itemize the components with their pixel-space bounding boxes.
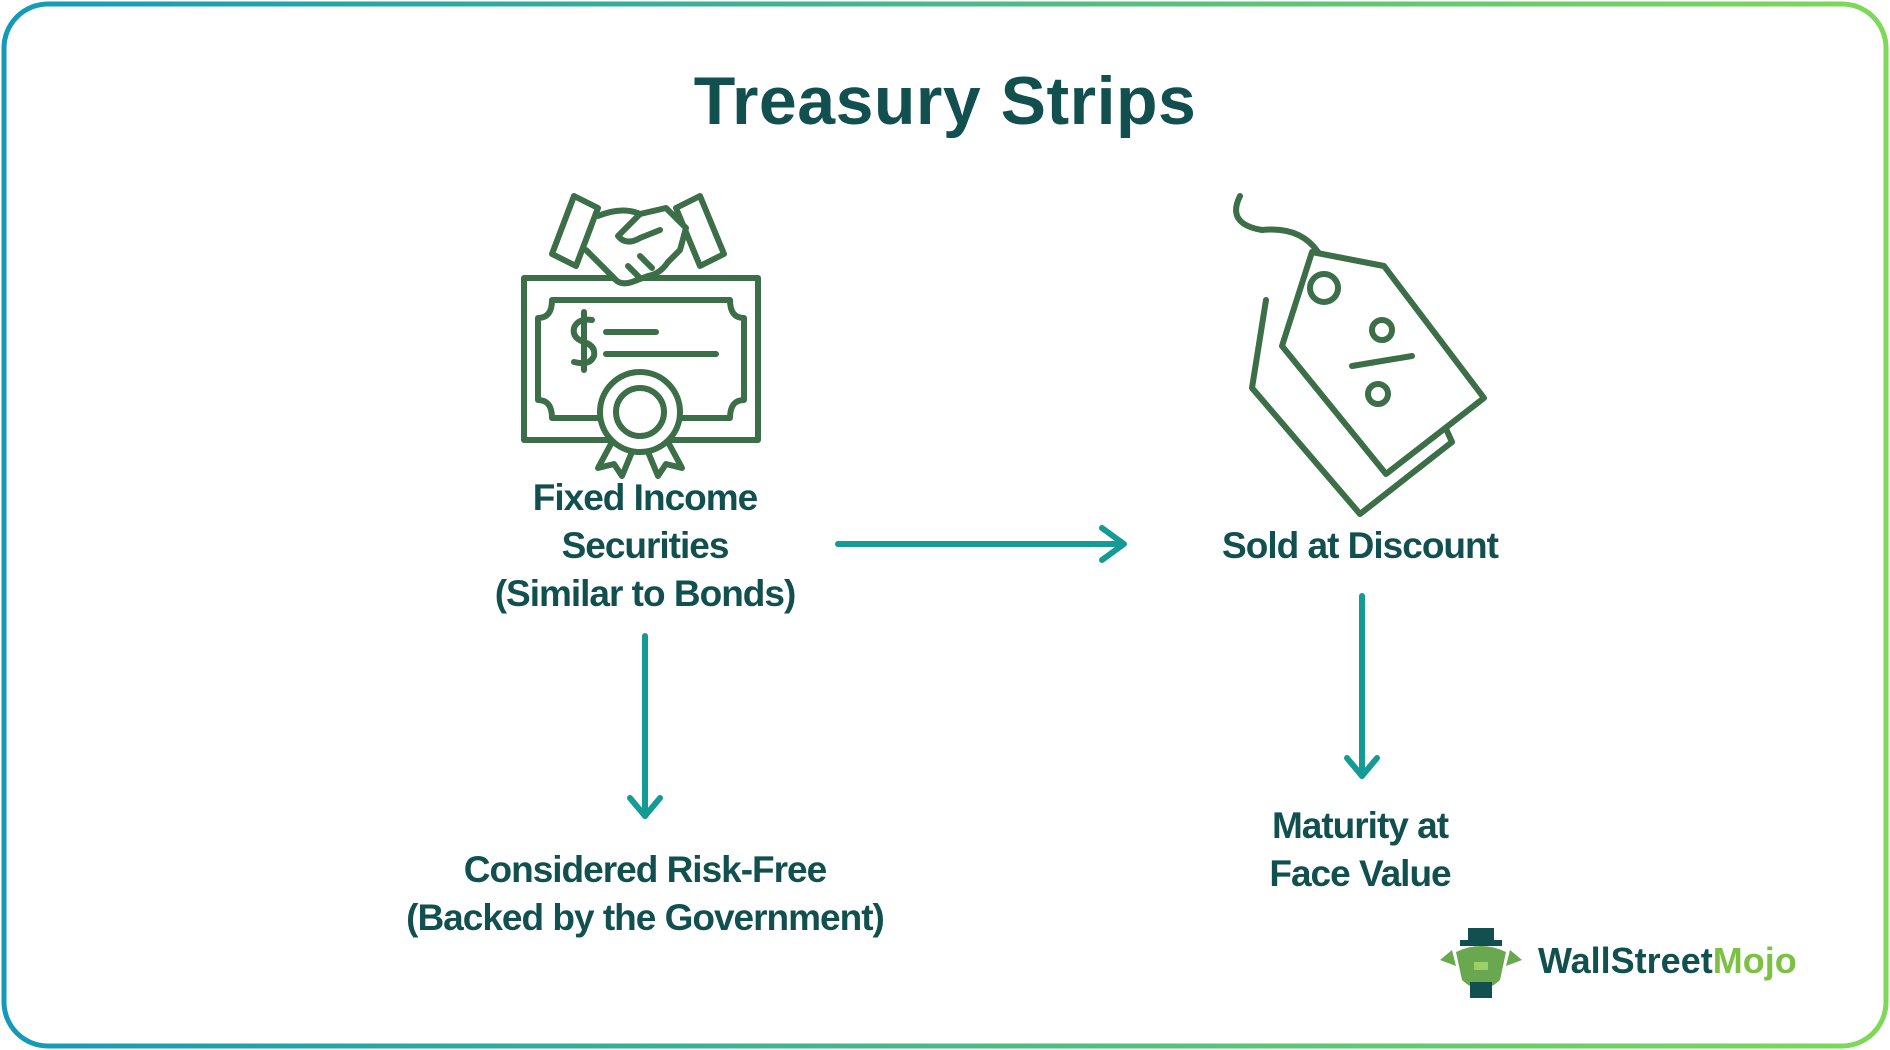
node-line: Considered Risk-Free bbox=[463, 849, 827, 890]
node-maturity: Maturity at Face Value bbox=[1200, 802, 1520, 898]
mascot-logo-icon bbox=[1440, 928, 1522, 998]
handshake-certificate-icon bbox=[521, 193, 761, 479]
node-line: (Backed by the Government) bbox=[406, 897, 885, 938]
discount-price-tag-icon bbox=[1233, 193, 1487, 517]
brand-logo: WallStreetMojo bbox=[1538, 940, 1797, 982]
node-sold-discount: Sold at Discount bbox=[1160, 522, 1560, 570]
node-line: Maturity at bbox=[1271, 805, 1449, 846]
page-title: Treasury Strips bbox=[693, 63, 1197, 139]
node-line: Fixed Income bbox=[532, 477, 758, 518]
node-line: (Similar to Bonds) bbox=[494, 573, 797, 614]
node-line: Sold at Discount bbox=[1222, 525, 1499, 566]
arrow-fixed-to-discount bbox=[835, 525, 1127, 563]
node-fixed-income: Fixed Income Securities (Similar to Bond… bbox=[440, 474, 850, 618]
brand-name-part2: Mojo bbox=[1712, 940, 1797, 981]
brand-name-part1: WallStreet bbox=[1538, 940, 1713, 981]
node-line: Face Value bbox=[1269, 853, 1451, 894]
arrow-fixed-to-riskfree bbox=[627, 633, 663, 819]
node-line: Securities bbox=[561, 525, 730, 566]
node-risk-free: Considered Risk-Free (Backed by the Gove… bbox=[320, 846, 970, 942]
arrow-discount-to-maturity bbox=[1344, 593, 1380, 779]
